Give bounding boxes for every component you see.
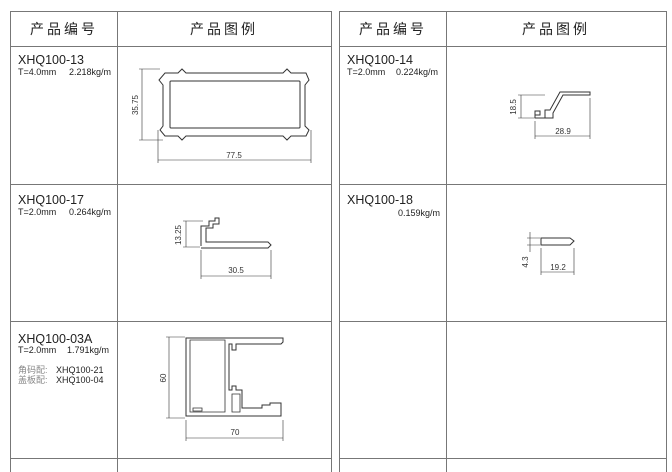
weight: 2.218kg/m bbox=[69, 67, 112, 77]
note-cover: 盖板配:XHQ100-04 bbox=[18, 375, 104, 385]
header-product-code: 产品编号 bbox=[11, 12, 117, 47]
thickness: T=4.0mm bbox=[18, 67, 57, 77]
product-code: XHQ100-13 bbox=[18, 53, 85, 67]
svg-text:35.75: 35.75 bbox=[131, 94, 140, 115]
svg-text:19.2: 19.2 bbox=[550, 263, 566, 272]
svg-text:70: 70 bbox=[231, 428, 240, 437]
header-product-image: 产品图例 bbox=[117, 12, 331, 47]
svg-text:77.5: 77.5 bbox=[226, 151, 242, 160]
product-code: XHQ100-18 bbox=[347, 193, 414, 207]
thickness: T=2.0mm bbox=[347, 67, 386, 77]
svg-text:4.3: 4.3 bbox=[521, 256, 530, 268]
product-code: XHQ100-03A bbox=[18, 332, 93, 346]
product-table-left: 产品编号 产品图例 XHQ100-13 T=4.0mm 2.218kg/m XH… bbox=[10, 11, 332, 472]
svg-text:18.5: 18.5 bbox=[509, 99, 518, 115]
weight: 0.159kg/m bbox=[398, 208, 441, 218]
weight: 0.224kg/m bbox=[396, 67, 439, 77]
svg-text:60: 60 bbox=[159, 373, 168, 382]
product-table-right: 产品编号 产品图例 XHQ100-14 T=2.0mm 0.224kg/m XH… bbox=[339, 11, 667, 472]
note-corner: 角码配:XHQ100-21 bbox=[18, 365, 104, 375]
thickness: T=2.0mm bbox=[18, 207, 57, 217]
weight: 0.264kg/m bbox=[69, 207, 112, 217]
product-code: XHQ100-14 bbox=[347, 53, 414, 67]
svg-text:28.9: 28.9 bbox=[555, 127, 571, 136]
svg-text:30.5: 30.5 bbox=[228, 266, 244, 275]
product-code: XHQ100-17 bbox=[18, 193, 85, 207]
thickness: T=2.0mm bbox=[18, 345, 57, 355]
weight: 1.791kg/m bbox=[67, 345, 110, 355]
svg-text:13.25: 13.25 bbox=[174, 224, 183, 245]
header-product-image: 产品图例 bbox=[446, 12, 666, 47]
header-product-code: 产品编号 bbox=[340, 12, 446, 47]
